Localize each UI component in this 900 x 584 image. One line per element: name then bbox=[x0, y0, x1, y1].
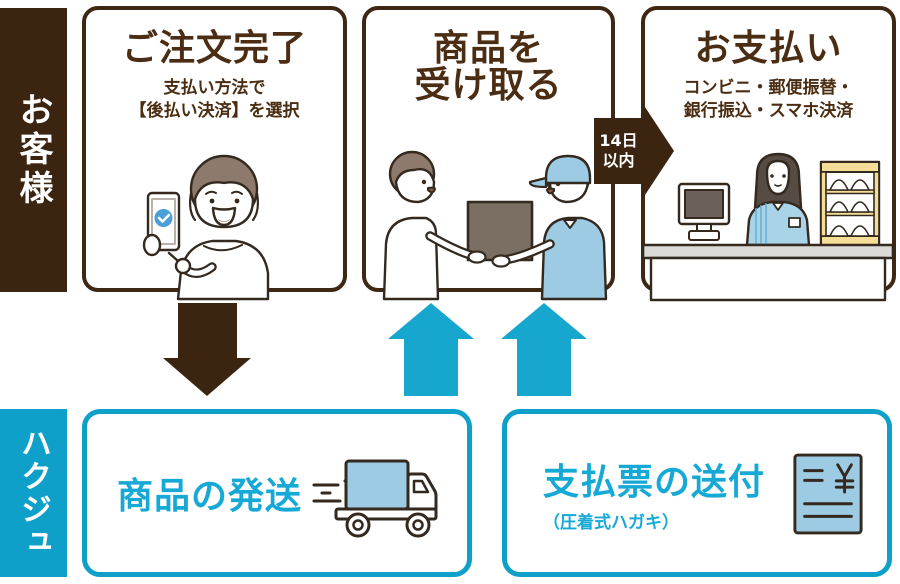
customer-row-label: お客様 bbox=[13, 91, 53, 209]
payment-subtitle-line2: 銀行振込・スマホ決済 bbox=[683, 100, 854, 121]
order-subtitle-line2: 【後払い決済】を選択 bbox=[129, 100, 300, 121]
deadline-label: 14日 以内 bbox=[594, 118, 643, 184]
order-complete-title: ご注文完了 bbox=[121, 28, 307, 69]
hakuju-row-label: ハクジュ bbox=[15, 427, 51, 559]
row-label-customer: お客様 bbox=[0, 8, 67, 292]
receive-title-line2: 受け取る bbox=[414, 65, 563, 107]
payment-slip-icon bbox=[793, 453, 863, 535]
card-send-payment-slip: 支払票の送付 （圧着式ハガキ） bbox=[502, 409, 892, 577]
card-ship-goods: 商品の発送 bbox=[82, 409, 472, 577]
card-receive-goods: 商品を 受け取る bbox=[362, 6, 615, 301]
ship-goods-content: 商品の発送 bbox=[87, 414, 467, 572]
card-payment: お支払い コンビニ・郵便振替・ 銀行振込・スマホ決済 bbox=[641, 6, 896, 302]
package-handoff-illustration bbox=[382, 150, 608, 301]
card-order-complete: ご注文完了 支払い方法で 【後払い決済】を選択 bbox=[82, 6, 347, 301]
order-complete-subtitle: 支払い方法で 【後払い決済】を選択 bbox=[86, 77, 343, 121]
flow-up-arrow-left-icon bbox=[388, 303, 474, 396]
checkmark-icon bbox=[154, 209, 173, 227]
flow-down-arrow-icon bbox=[163, 303, 251, 396]
ship-goods-title: 商品の発送 bbox=[117, 476, 303, 517]
payment-slip-title: 支払票の送付 bbox=[543, 462, 766, 503]
deadline-arrow: 14日 以内 bbox=[594, 104, 674, 198]
payment-subtitle: コンビニ・郵便振替・ 銀行振込・スマホ決済 bbox=[645, 77, 892, 121]
delivery-truck-icon bbox=[312, 459, 438, 538]
payment-slip-text: 支払票の送付 （圧着式ハガキ） bbox=[543, 453, 765, 533]
payment-slip-content: 支払票の送付 （圧着式ハガキ） bbox=[507, 414, 887, 572]
flow-up-arrow-right-icon bbox=[501, 303, 587, 396]
deadline-arrow-icon bbox=[594, 104, 674, 198]
row-label-hakuju: ハクジュ bbox=[0, 409, 67, 577]
payment-subtitle-line1: コンビニ・郵便振替・ bbox=[683, 78, 854, 99]
order-subtitle-line1: 支払い方法で bbox=[163, 78, 266, 99]
payment-title: お支払い bbox=[694, 28, 843, 69]
deadline-line2: 以内 bbox=[602, 151, 635, 170]
receive-title-line1: 商品を bbox=[432, 28, 544, 69]
store-checkout-illustration bbox=[641, 152, 895, 302]
payment-slip-note: （圧着式ハガキ） bbox=[543, 513, 679, 533]
deadline-line1: 14日 bbox=[599, 131, 638, 150]
customer-smartphone-illustration bbox=[142, 154, 270, 301]
receive-goods-title: 商品を 受け取る bbox=[366, 30, 611, 105]
